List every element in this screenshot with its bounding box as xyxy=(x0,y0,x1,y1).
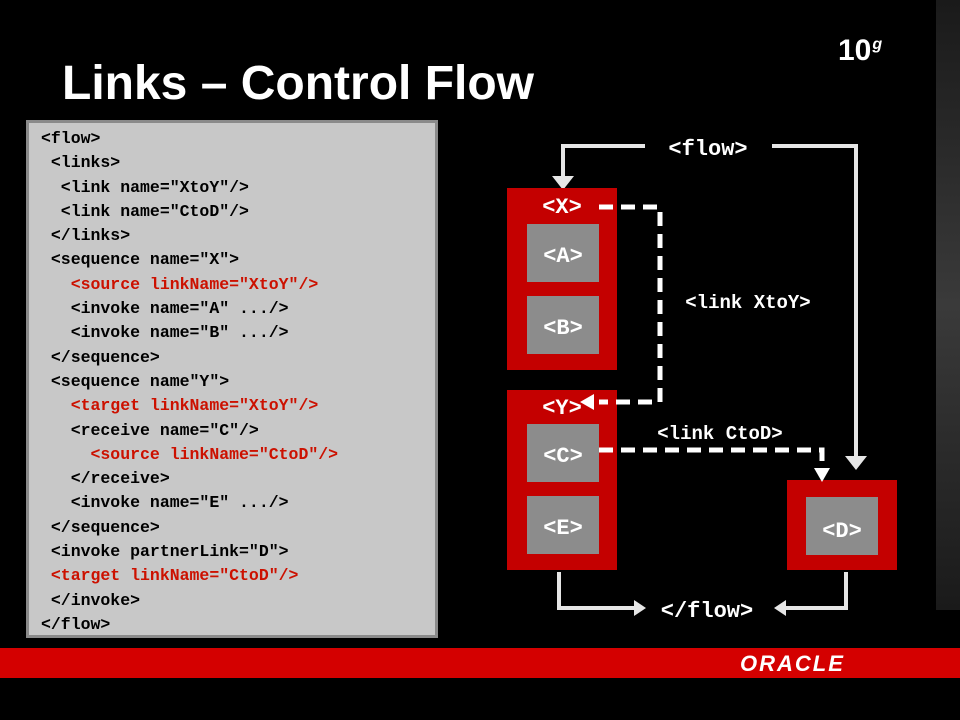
code-line: </sequence> xyxy=(41,517,160,537)
activity-b-label: <B> xyxy=(543,316,583,341)
arrow-right-icon xyxy=(634,600,646,616)
corner-gradient-bar xyxy=(936,0,960,610)
code-line: <sequence name="X"> xyxy=(41,250,240,270)
code-line: <invoke name="E" .../> xyxy=(41,493,289,513)
code-line: </sequence> xyxy=(41,347,160,367)
code-line: </flow> xyxy=(41,614,111,634)
code-line: <links> xyxy=(41,153,121,173)
activity-c-label: <C> xyxy=(543,444,583,469)
activity-d-label: <D> xyxy=(822,519,862,544)
flow-close-connector-left xyxy=(557,572,636,610)
version-suffix: g xyxy=(872,36,883,53)
footer-bar xyxy=(0,648,960,678)
link-xtoy-label: <link XtoY> xyxy=(685,292,810,314)
arrow-down-icon xyxy=(552,176,574,190)
code-line: <receive name="C"/> xyxy=(41,420,259,440)
activity-e-label: <E> xyxy=(543,516,583,541)
flow-open-label: <flow> xyxy=(668,137,747,162)
activity-d-box xyxy=(806,497,878,555)
flow-open-connector-right xyxy=(772,144,858,458)
activity-c-box xyxy=(527,424,599,482)
flow-close-connector-right xyxy=(784,572,848,610)
code-line: <link name="XtoY"/> xyxy=(41,177,249,197)
code-line: <invoke partnerLink="D"> xyxy=(41,542,289,562)
code-line: <target linkName="XtoY"/> xyxy=(41,396,319,416)
activity-a-box xyxy=(527,224,599,282)
flow-connectors xyxy=(557,144,858,610)
sequence-y-label: <Y> xyxy=(542,396,582,421)
code-line: <invoke name="A" .../> xyxy=(41,299,289,319)
code-line: </links> xyxy=(41,226,131,246)
code-line: <link name="CtoD"/> xyxy=(41,201,249,221)
code-line: <target linkName="CtoD"/> xyxy=(41,566,299,586)
arrow-left-icon xyxy=(580,394,594,410)
footer-shade xyxy=(0,678,960,720)
sequence-x-label: <X> xyxy=(542,195,582,220)
activity-b-box xyxy=(527,296,599,354)
link-xtoy-line xyxy=(599,204,663,405)
link-ctod-line xyxy=(599,447,825,470)
code-line: <source linkName="CtoD"/> xyxy=(41,444,339,464)
oracle-logo: ORACLE xyxy=(740,651,845,676)
flow-open-connector-left xyxy=(561,144,645,178)
slide-title: Links – Control Flow xyxy=(62,57,535,110)
version-number: 10 xyxy=(838,34,872,67)
arrow-down-icon xyxy=(814,468,830,482)
code-line: </receive> xyxy=(41,469,170,489)
code-line: <sequence name"Y"> xyxy=(41,371,230,391)
activity-a-label: <A> xyxy=(543,244,583,269)
code-line: <flow> xyxy=(41,129,101,148)
arrow-down-icon xyxy=(845,456,867,470)
flow-close-label: </flow> xyxy=(661,599,753,624)
code-line: <invoke name="B" .../> xyxy=(41,323,289,343)
activity-e-box xyxy=(527,496,599,554)
arrow-left-icon xyxy=(774,600,786,616)
bpel-code-listing: <flow> <links> <link name="XtoY"/> <link… xyxy=(41,127,338,637)
version-logo: 10g xyxy=(838,34,882,68)
link-ctod-label: <link CtoD> xyxy=(657,423,782,445)
code-line: </invoke> xyxy=(41,590,141,610)
code-panel: <flow> <links> <link name="XtoY"/> <link… xyxy=(26,120,438,638)
code-line: <source linkName="XtoY"/> xyxy=(41,274,319,294)
